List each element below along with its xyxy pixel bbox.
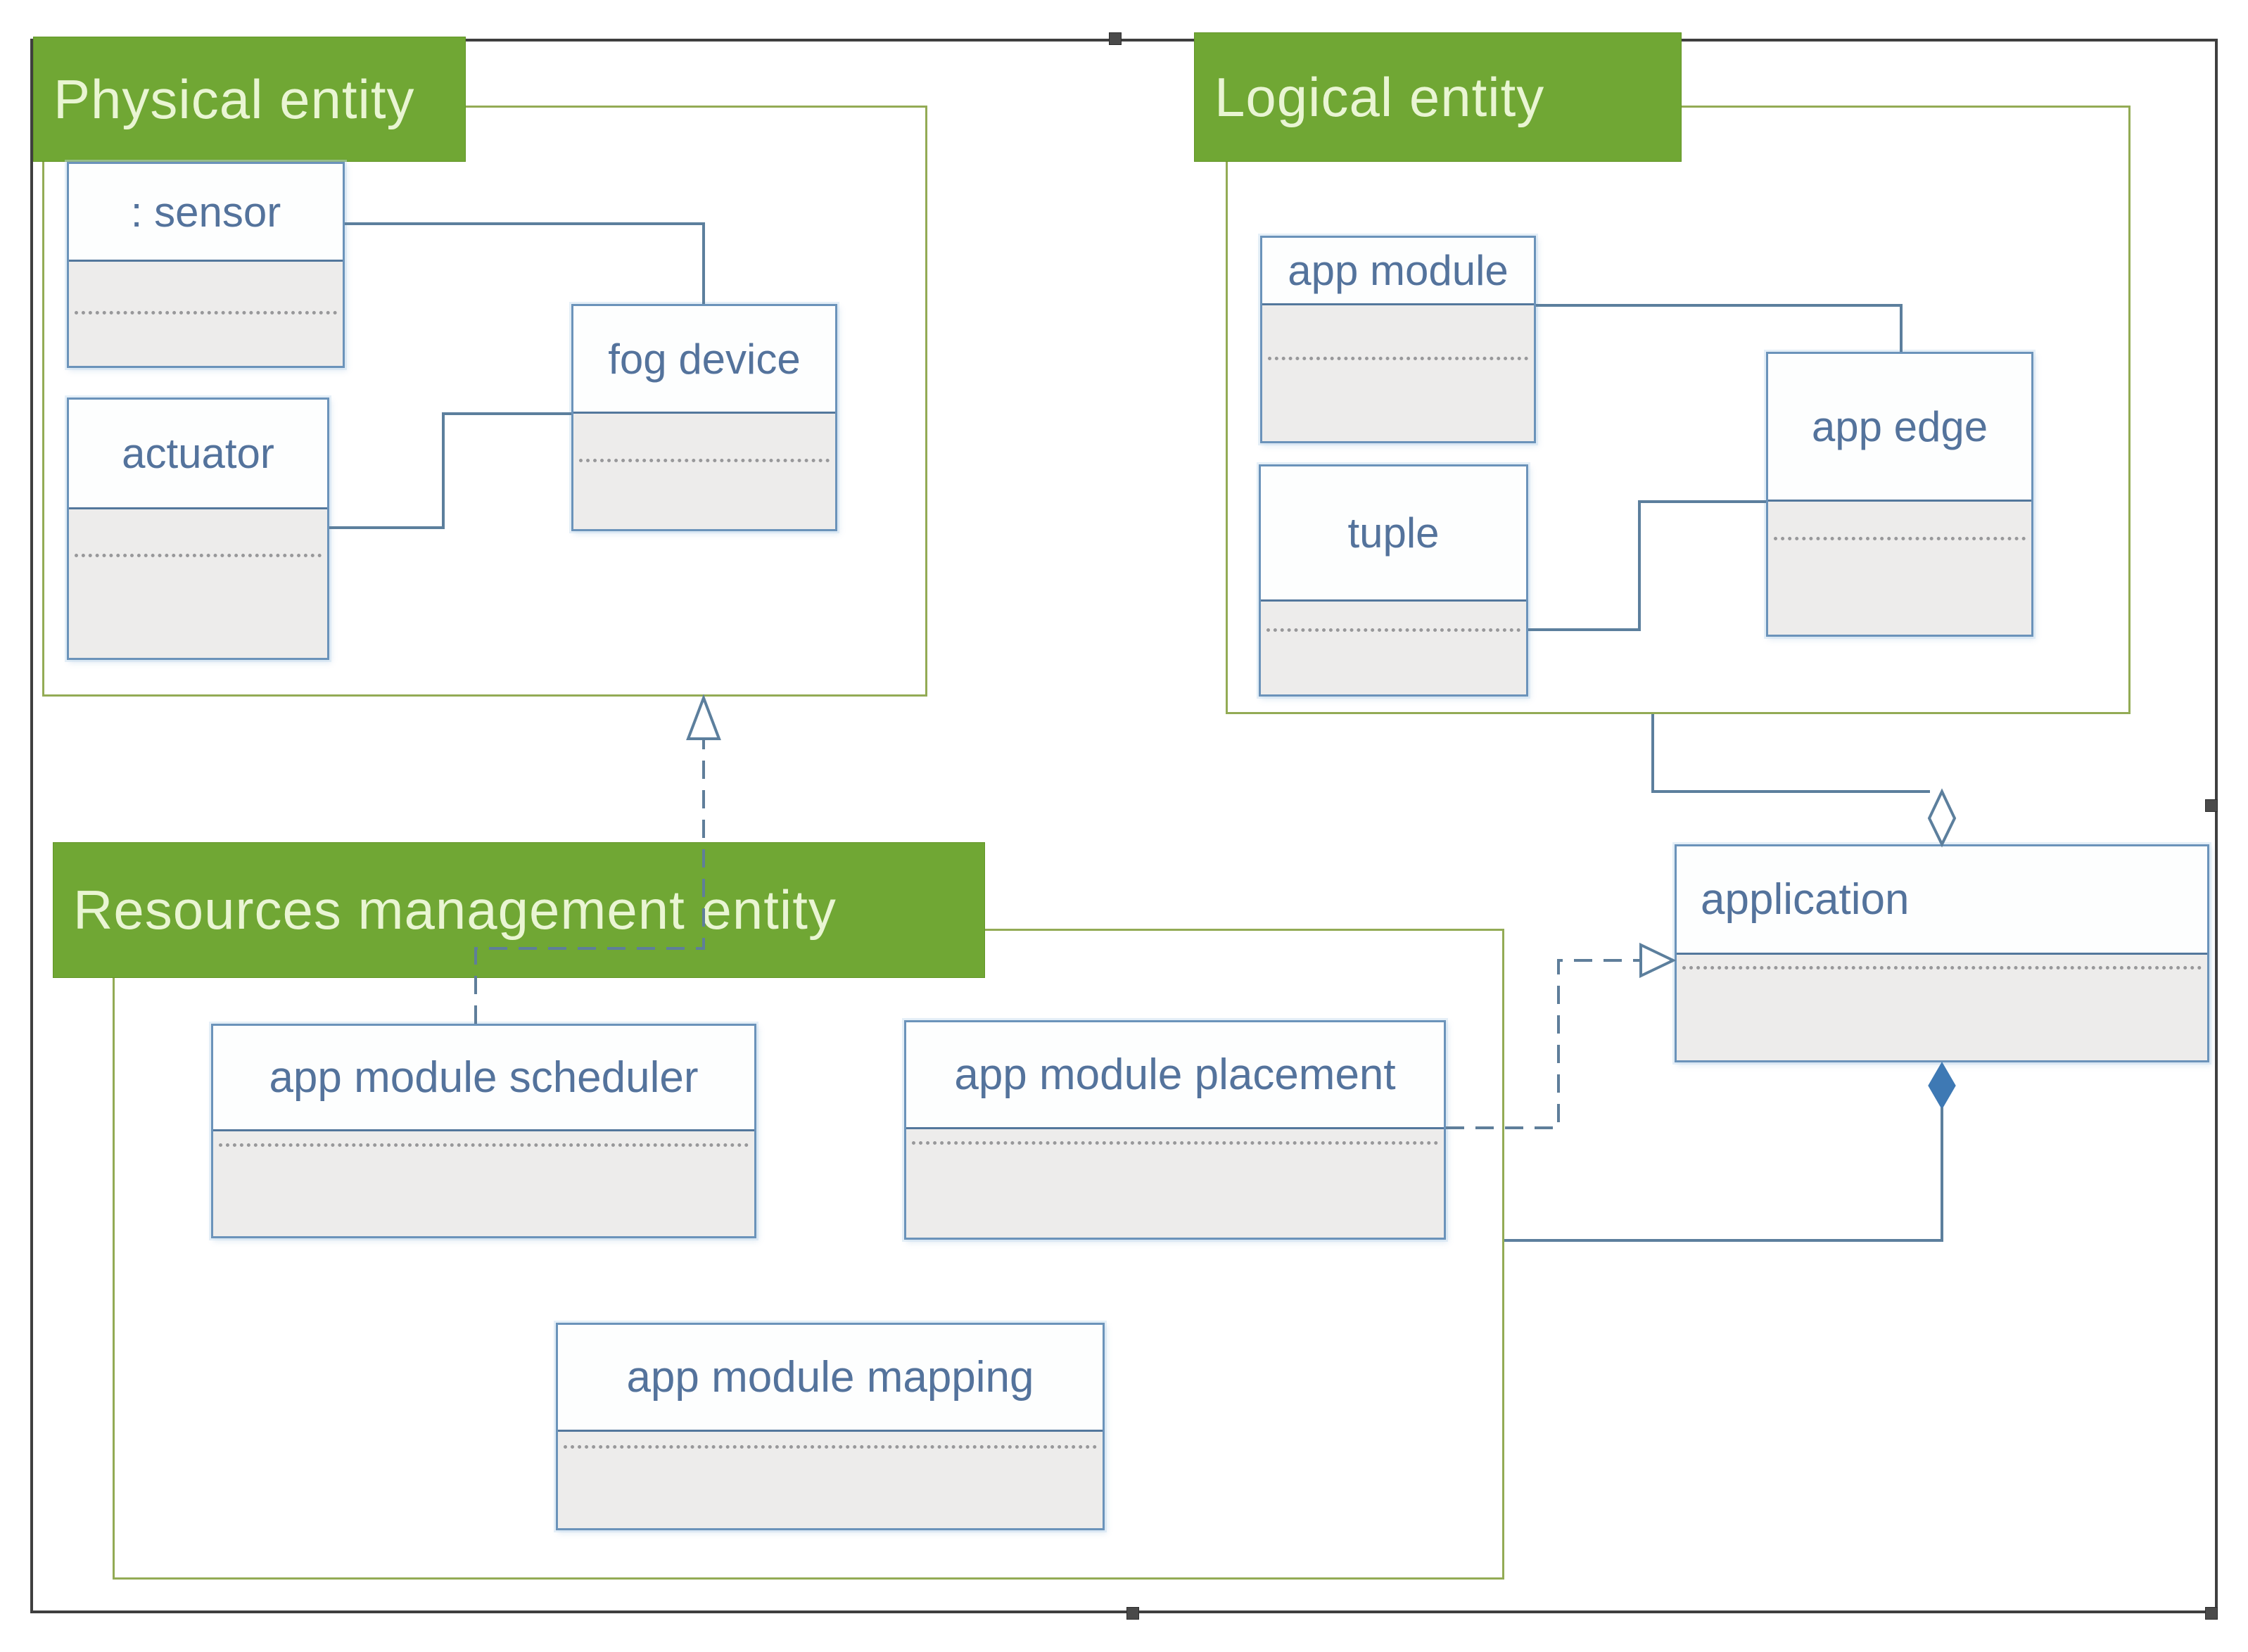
class-attributes-section — [69, 262, 343, 366]
class-title: : sensor — [69, 164, 343, 262]
class-title: application — [1677, 846, 2207, 955]
connector-scheduler-physical-realization[interactable] — [474, 740, 705, 1024]
selection-handle-right-center[interactable] — [2205, 799, 2218, 812]
aggregation-diamond-icon — [1927, 788, 1957, 848]
class-attributes-section — [1677, 955, 2207, 1060]
connector-logical-application-aggregation[interactable] — [1651, 714, 1930, 793]
connector-sensor-fog-device[interactable] — [345, 222, 705, 304]
class-title: app module — [1262, 238, 1534, 305]
group-label-text: Physical entity — [53, 68, 415, 130]
class-attributes-section — [573, 414, 835, 529]
class-box-app-module-placement[interactable]: app module placement — [904, 1020, 1446, 1240]
class-attributes-section — [558, 1432, 1103, 1528]
group-label-physical-entity[interactable]: Physical entity — [33, 37, 466, 162]
selection-frame — [30, 39, 2218, 1613]
class-box-app-module-mapping[interactable]: app module mapping — [556, 1323, 1105, 1530]
connector-placement-application-realization[interactable] — [1446, 959, 1641, 1129]
class-box-tuple[interactable]: tuple — [1259, 464, 1528, 697]
group-label-text: Resources management entity — [73, 879, 837, 941]
class-box-app-module[interactable]: app module — [1260, 236, 1536, 443]
class-title: fog device — [573, 306, 835, 414]
attributes-dotted-line — [579, 459, 830, 462]
group-label-logical-entity[interactable]: Logical entity — [1194, 32, 1682, 162]
connector-app-module-app-edge[interactable] — [1536, 304, 1903, 352]
attributes-dotted-line — [1774, 537, 2026, 540]
class-title: app module mapping — [558, 1325, 1103, 1432]
realization-arrowhead-up-icon — [686, 694, 721, 740]
attributes-dotted-line — [1268, 357, 1528, 360]
class-box-actuator[interactable]: actuator — [67, 398, 329, 660]
group-physical-entity-container[interactable] — [42, 106, 927, 697]
group-label-text: Logical entity — [1214, 65, 1545, 128]
attributes-dotted-line — [912, 1141, 1438, 1145]
attributes-dotted-line — [1682, 966, 2202, 970]
class-title: app module scheduler — [213, 1026, 754, 1131]
class-attributes-section — [69, 509, 327, 658]
class-box-app-edge[interactable]: app edge — [1766, 352, 2033, 637]
attributes-dotted-line — [75, 311, 337, 314]
class-attributes-section — [1261, 602, 1526, 694]
attributes-dotted-line — [219, 1143, 749, 1147]
class-attributes-section — [1262, 305, 1534, 441]
class-attributes-section — [213, 1131, 754, 1236]
class-title: tuple — [1261, 466, 1526, 602]
class-attributes-section — [1768, 502, 2031, 635]
class-title: app module placement — [906, 1022, 1444, 1129]
attributes-dotted-line — [1266, 628, 1520, 632]
attributes-dotted-line — [75, 554, 322, 557]
connector-application-resources-composition[interactable] — [1504, 1107, 1943, 1242]
connector-tuple-app-edge[interactable] — [1528, 500, 1766, 631]
class-attributes-section — [906, 1129, 1444, 1238]
group-label-resources-management-entity[interactable]: Resources management entity — [53, 842, 985, 978]
selection-handle-top-center[interactable] — [1109, 32, 1122, 45]
class-title: actuator — [69, 400, 327, 509]
connector-actuator-fog-device[interactable] — [329, 412, 571, 529]
attributes-dotted-line — [564, 1445, 1097, 1449]
class-box-sensor[interactable]: : sensor — [67, 162, 345, 368]
composition-diamond-icon — [1928, 1062, 1956, 1110]
selection-handle-bottom-right[interactable] — [2205, 1607, 2218, 1620]
realization-arrowhead-right-icon — [1639, 942, 1677, 979]
class-title: app edge — [1768, 354, 2031, 502]
class-box-app-module-scheduler[interactable]: app module scheduler — [211, 1024, 756, 1238]
class-box-application[interactable]: application — [1675, 844, 2209, 1062]
class-box-fog-device[interactable]: fog device — [571, 304, 837, 531]
selection-handle-bottom-center[interactable] — [1126, 1607, 1139, 1620]
